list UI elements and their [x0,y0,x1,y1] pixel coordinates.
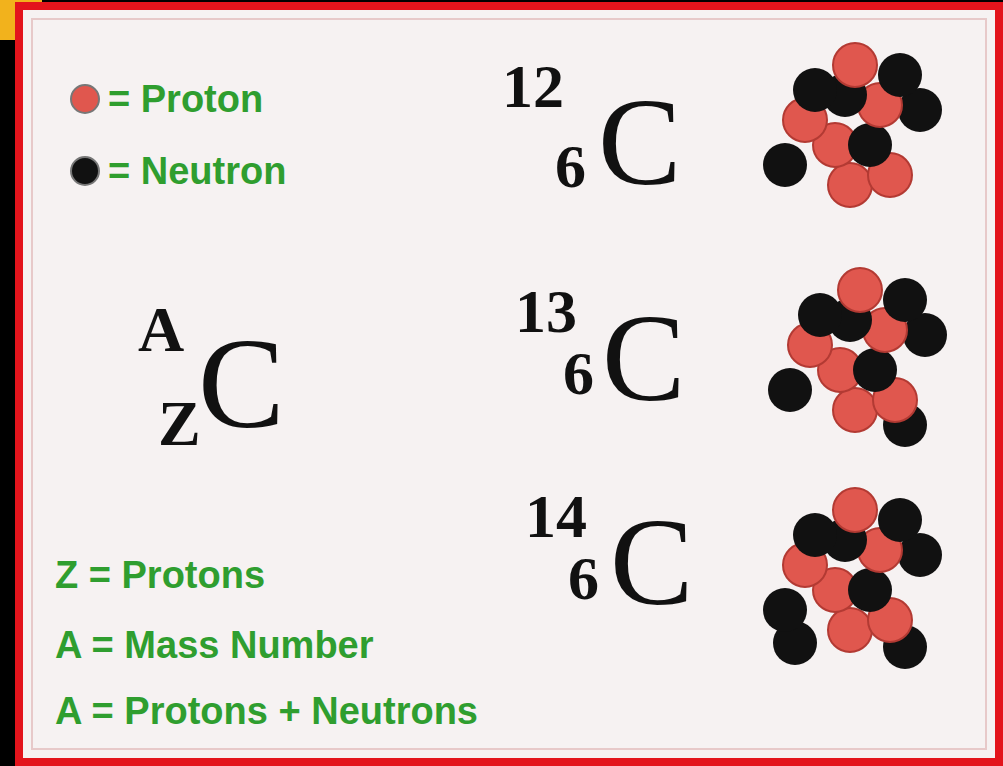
element-symbol: C [198,318,285,448]
mass-number: 12 [502,55,564,117]
legend-text: = Proton [108,80,263,118]
legend-swatch [70,84,100,114]
element-symbol: C [602,296,685,421]
atomic-number-symbol: Z [158,392,201,456]
atomic-number: 6 [568,547,599,609]
legend-swatch [70,156,100,186]
mass-number: 13 [515,280,577,342]
atomic-number: 6 [563,342,594,404]
legend-text: = Neutron [108,152,286,190]
element-symbol: C [598,80,681,205]
mass-number-symbol: A [138,298,184,362]
definition-text: A = Mass Number [55,626,374,664]
atomic-number: 6 [555,135,586,197]
mass-number: 14 [525,485,587,547]
definition-text: A = Protons + Neutrons [55,692,478,730]
element-symbol: C [610,500,693,625]
definition-text: Z = Protons [55,556,265,594]
